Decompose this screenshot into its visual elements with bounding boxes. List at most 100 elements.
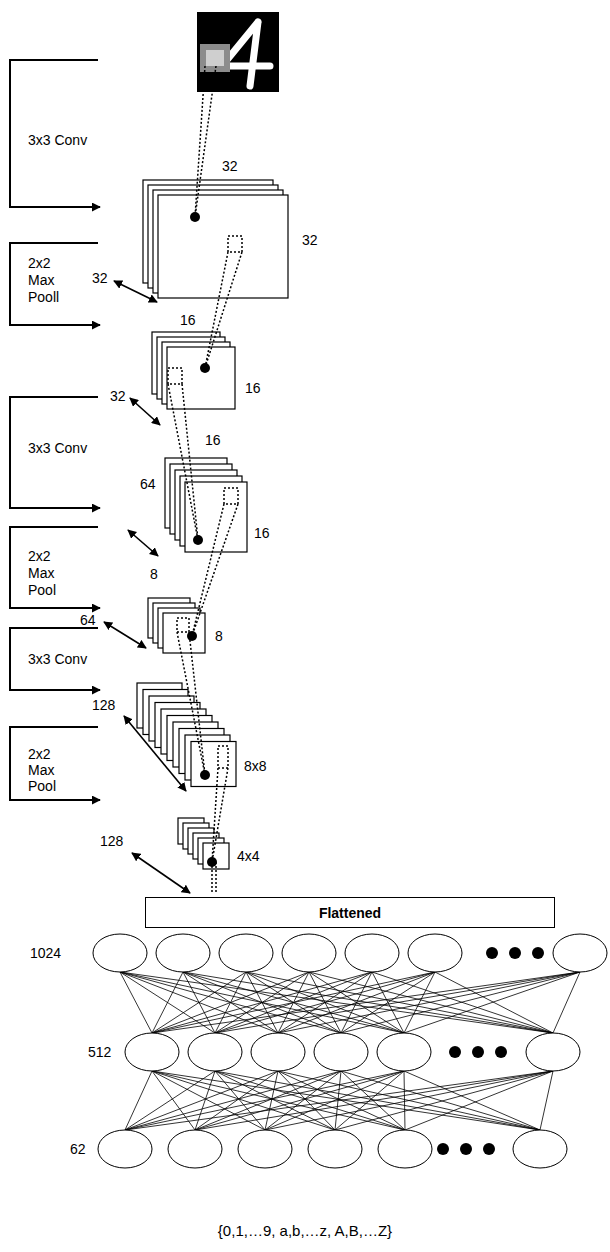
operation-bracket [10, 527, 100, 608]
dimension-label: 62 [70, 1141, 86, 1158]
weight-connection [335, 1071, 553, 1130]
weight-connection [120, 972, 152, 1033]
projection-line [195, 66, 205, 217]
weight-connection [265, 1071, 553, 1130]
weight-connection [152, 972, 580, 1033]
ellipsis-dot [532, 947, 544, 959]
output-unit-dot [193, 535, 203, 545]
output-unit-dot [187, 631, 197, 641]
neuron [377, 1033, 431, 1071]
weight-connection [540, 1071, 553, 1130]
neuron [526, 1033, 580, 1071]
weight-connection [215, 972, 580, 1033]
projection-line [195, 66, 216, 217]
dimension-label: 16 [245, 380, 261, 397]
weight-connection [125, 1071, 404, 1130]
pooling-patch [218, 746, 228, 768]
projection-line [177, 632, 205, 775]
operation-bracket [10, 60, 100, 207]
weight-connection [265, 1071, 341, 1130]
feature-map [203, 843, 229, 869]
weight-connection [125, 1071, 278, 1130]
pooling-patch [177, 618, 189, 632]
output-unit-dot [207, 857, 217, 867]
dimension-label: 3x3 Conv [28, 651, 87, 668]
output-unit-dot [190, 212, 200, 222]
feature-map-stack [152, 332, 235, 409]
neuron [125, 1033, 179, 1071]
neuron [513, 1130, 567, 1168]
operation-bracket [10, 243, 100, 325]
feature-map-stack [165, 458, 247, 552]
weight-connection [404, 972, 580, 1033]
depth-arrow [128, 530, 158, 556]
dimension-label: 32 [302, 232, 318, 249]
dimension-label: 2x2 Max Pool [28, 746, 72, 794]
pooling-patch [168, 368, 182, 384]
dimension-label: 128 [100, 833, 123, 850]
input-image [197, 12, 279, 92]
dimension-label: 512 [88, 1044, 111, 1061]
weight-connection [341, 972, 435, 1033]
neuron [219, 934, 273, 972]
depth-arrow [132, 853, 190, 893]
pooling-patch [228, 236, 242, 252]
projection-group [168, 66, 242, 893]
feature-map [167, 347, 235, 409]
ellipsis-dot [486, 947, 498, 959]
neuron-layer [93, 934, 607, 972]
dimension-label: 32 [92, 270, 108, 287]
neuron [93, 934, 147, 972]
dense-network [93, 934, 607, 1168]
feature-map [191, 742, 236, 787]
dimension-label: 3x3 Conv [28, 440, 87, 457]
feature-map [158, 195, 288, 298]
feature-map [185, 482, 247, 552]
weight-connection [120, 972, 404, 1033]
layer-box: Flattened [145, 897, 555, 928]
weight-connection [125, 1071, 553, 1130]
dimension-label: 64 [80, 612, 96, 629]
dimension-label: 32 [110, 388, 126, 405]
projection-line [205, 252, 242, 368]
weight-connection [120, 972, 215, 1033]
neuron [98, 1130, 152, 1168]
output-unit-dot [200, 363, 210, 373]
projection-line [168, 384, 198, 540]
weight-connection [120, 972, 278, 1033]
weight-connection [278, 972, 580, 1033]
neuron [378, 1130, 432, 1168]
projection-line [205, 252, 228, 368]
neuron [168, 1130, 222, 1168]
dimension-label: 128 [92, 697, 115, 714]
neuron [251, 1033, 305, 1071]
weight-connection [120, 972, 553, 1033]
weight-connection [405, 1071, 553, 1130]
operation-bracket [10, 628, 100, 690]
dimension-label: 32 [222, 158, 238, 175]
weight-connection [195, 1071, 341, 1130]
projection-line [215, 862, 217, 893]
depth-arrow [130, 398, 160, 425]
dimension-label: 2x2 Max Pooll [28, 255, 72, 306]
operation-bracket [10, 727, 100, 800]
output-unit-dot [200, 770, 210, 780]
ellipsis-dot [483, 1143, 495, 1155]
class-set-label: {0,1,…9, a,b,…z, A,B,…Z} [218, 1222, 392, 1239]
dimension-label: 1024 [30, 945, 61, 962]
weight-connection [152, 972, 309, 1033]
weight-connection [195, 1071, 215, 1130]
weight-connection [341, 972, 580, 1033]
operation-bracket [10, 397, 100, 508]
ellipsis-dot [460, 1143, 472, 1155]
weight-connection [215, 1071, 265, 1130]
feature-map-stack [178, 818, 229, 869]
weight-connection [152, 972, 372, 1033]
weight-connection [335, 1071, 404, 1130]
weight-connection [152, 972, 183, 1033]
depth-arrow [124, 716, 186, 791]
weight-connection [152, 1071, 540, 1130]
neuron-layer [98, 1130, 567, 1168]
bracket-group [10, 60, 100, 800]
